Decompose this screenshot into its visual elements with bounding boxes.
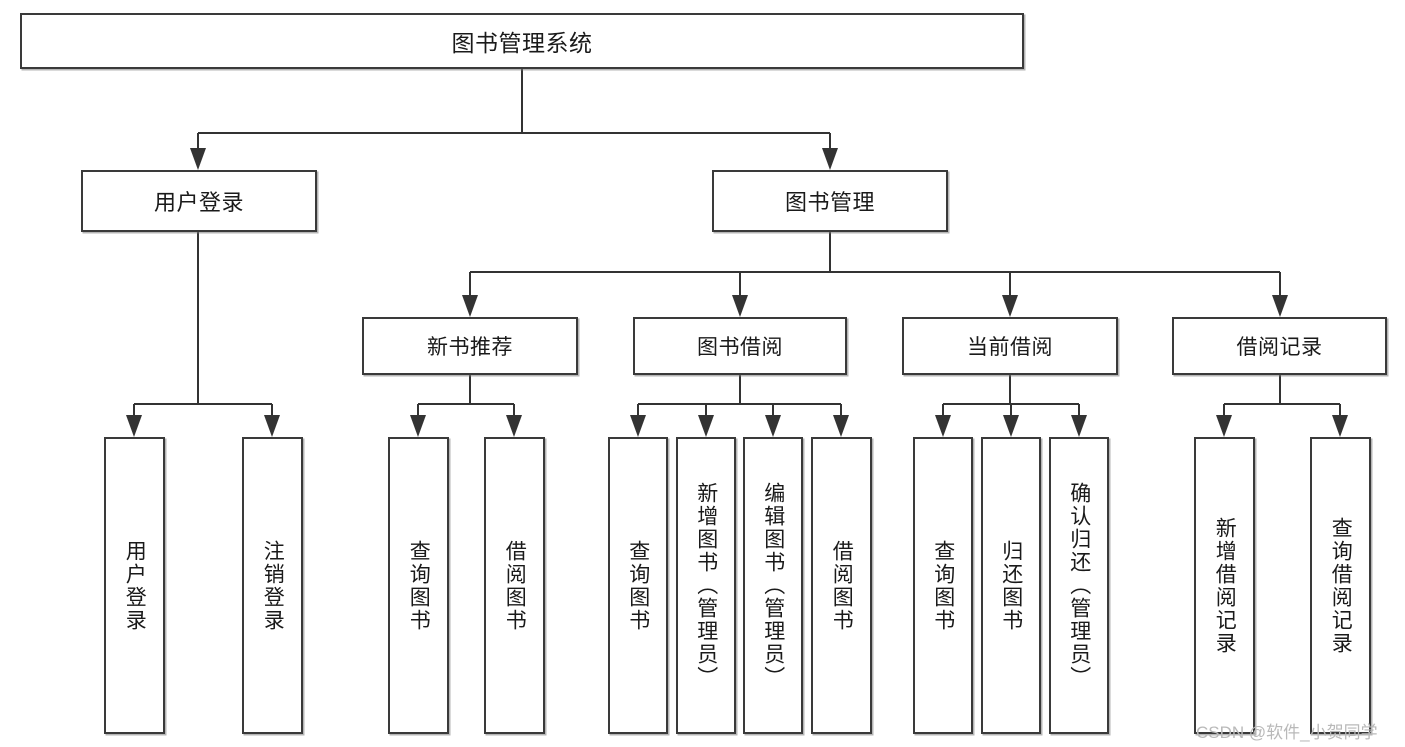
leaf-recommend-borrow-book[interactable]: 借阅图书	[484, 437, 545, 734]
node-new-book-recommend-label: 新书推荐	[427, 336, 513, 359]
node-user-login-label: 用户登录	[153, 190, 244, 215]
connector-arrow-user_login_to_leaves-0	[126, 415, 142, 437]
leaf-borrow-borrow-book-label: 借阅图书	[830, 539, 854, 632]
connector-arrow-book_mgmt_to_level2-0	[462, 295, 478, 317]
connector-arrow-current_to_leaves-0	[935, 415, 951, 437]
node-book-borrow-label: 图书借阅	[697, 336, 783, 359]
leaf-record-query-record[interactable]: 查询借阅记录	[1310, 437, 1371, 734]
connector-arrow-root_to_level1-0	[190, 148, 206, 170]
leaf-current-return-book[interactable]: 归还图书	[981, 437, 1041, 734]
leaf-current-query-book[interactable]: 查询图书	[913, 437, 973, 734]
connector-arrow-bookborrow_to_leaves-3	[833, 415, 849, 437]
connector-arrow-current_to_leaves-2	[1071, 415, 1087, 437]
node-root[interactable]: 图书管理系统	[20, 13, 1024, 69]
leaf-recommend-query-book-label: 查询图书	[407, 539, 431, 632]
leaf-recommend-borrow-book-label: 借阅图书	[503, 539, 527, 632]
node-borrow-record[interactable]: 借阅记录	[1172, 317, 1387, 375]
node-book-management[interactable]: 图书管理	[712, 170, 948, 232]
leaf-current-confirm-return-label: 确认归还（管理员）	[1067, 482, 1091, 689]
leaf-record-query-record-label: 查询借阅记录	[1329, 516, 1353, 655]
connector-arrow-book_mgmt_to_level2-2	[1002, 295, 1018, 317]
connector-arrow-root_to_level1-1	[822, 148, 838, 170]
connector-arrow-book_mgmt_to_level2-3	[1272, 295, 1288, 317]
leaf-borrow-edit-book-label: 编辑图书（管理员）	[761, 482, 785, 689]
leaf-user-login-label: 用户登录	[123, 539, 147, 632]
leaf-record-add-record-label: 新增借阅记录	[1213, 516, 1237, 655]
connector-arrow-record_to_leaves-1	[1332, 415, 1348, 437]
connector-arrow-bookborrow_to_leaves-2	[765, 415, 781, 437]
node-book-borrow[interactable]: 图书借阅	[633, 317, 847, 375]
leaf-current-query-book-label: 查询图书	[931, 539, 955, 632]
node-root-label: 图书管理系统	[451, 30, 593, 56]
leaf-current-confirm-return[interactable]: 确认归还（管理员）	[1049, 437, 1109, 734]
leaf-borrow-edit-book[interactable]: 编辑图书（管理员）	[743, 437, 803, 734]
node-user-login[interactable]: 用户登录	[81, 170, 317, 232]
connector-arrow-recommend_to_leaves-1	[506, 415, 522, 437]
node-current-borrow-label: 当前借阅	[967, 336, 1053, 359]
connector-arrow-user_login_to_leaves-1	[264, 415, 280, 437]
leaf-record-add-record[interactable]: 新增借阅记录	[1194, 437, 1255, 734]
leaf-borrow-add-book-label: 新增图书（管理员）	[694, 482, 718, 689]
connector-arrow-bookborrow_to_leaves-0	[630, 415, 646, 437]
connector-arrow-bookborrow_to_leaves-1	[698, 415, 714, 437]
node-book-management-label: 图书管理	[784, 190, 875, 215]
leaf-user-logout[interactable]: 注销登录	[242, 437, 303, 734]
leaf-user-logout-label: 注销登录	[261, 539, 285, 632]
node-current-borrow[interactable]: 当前借阅	[902, 317, 1118, 375]
leaf-borrow-query-book[interactable]: 查询图书	[608, 437, 668, 734]
leaf-user-login[interactable]: 用户登录	[104, 437, 165, 734]
leaf-current-return-book-label: 归还图书	[999, 539, 1023, 632]
leaf-borrow-add-book[interactable]: 新增图书（管理员）	[676, 437, 736, 734]
leaf-borrow-query-book-label: 查询图书	[626, 539, 650, 632]
leaf-recommend-query-book[interactable]: 查询图书	[388, 437, 449, 734]
node-new-book-recommend[interactable]: 新书推荐	[362, 317, 578, 375]
node-borrow-record-label: 借阅记录	[1236, 336, 1323, 359]
connector-arrow-book_mgmt_to_level2-1	[732, 295, 748, 317]
leaf-borrow-borrow-book[interactable]: 借阅图书	[811, 437, 872, 734]
connector-arrow-record_to_leaves-0	[1216, 415, 1232, 437]
connector-arrow-current_to_leaves-1	[1003, 415, 1019, 437]
connector-arrow-recommend_to_leaves-0	[410, 415, 426, 437]
